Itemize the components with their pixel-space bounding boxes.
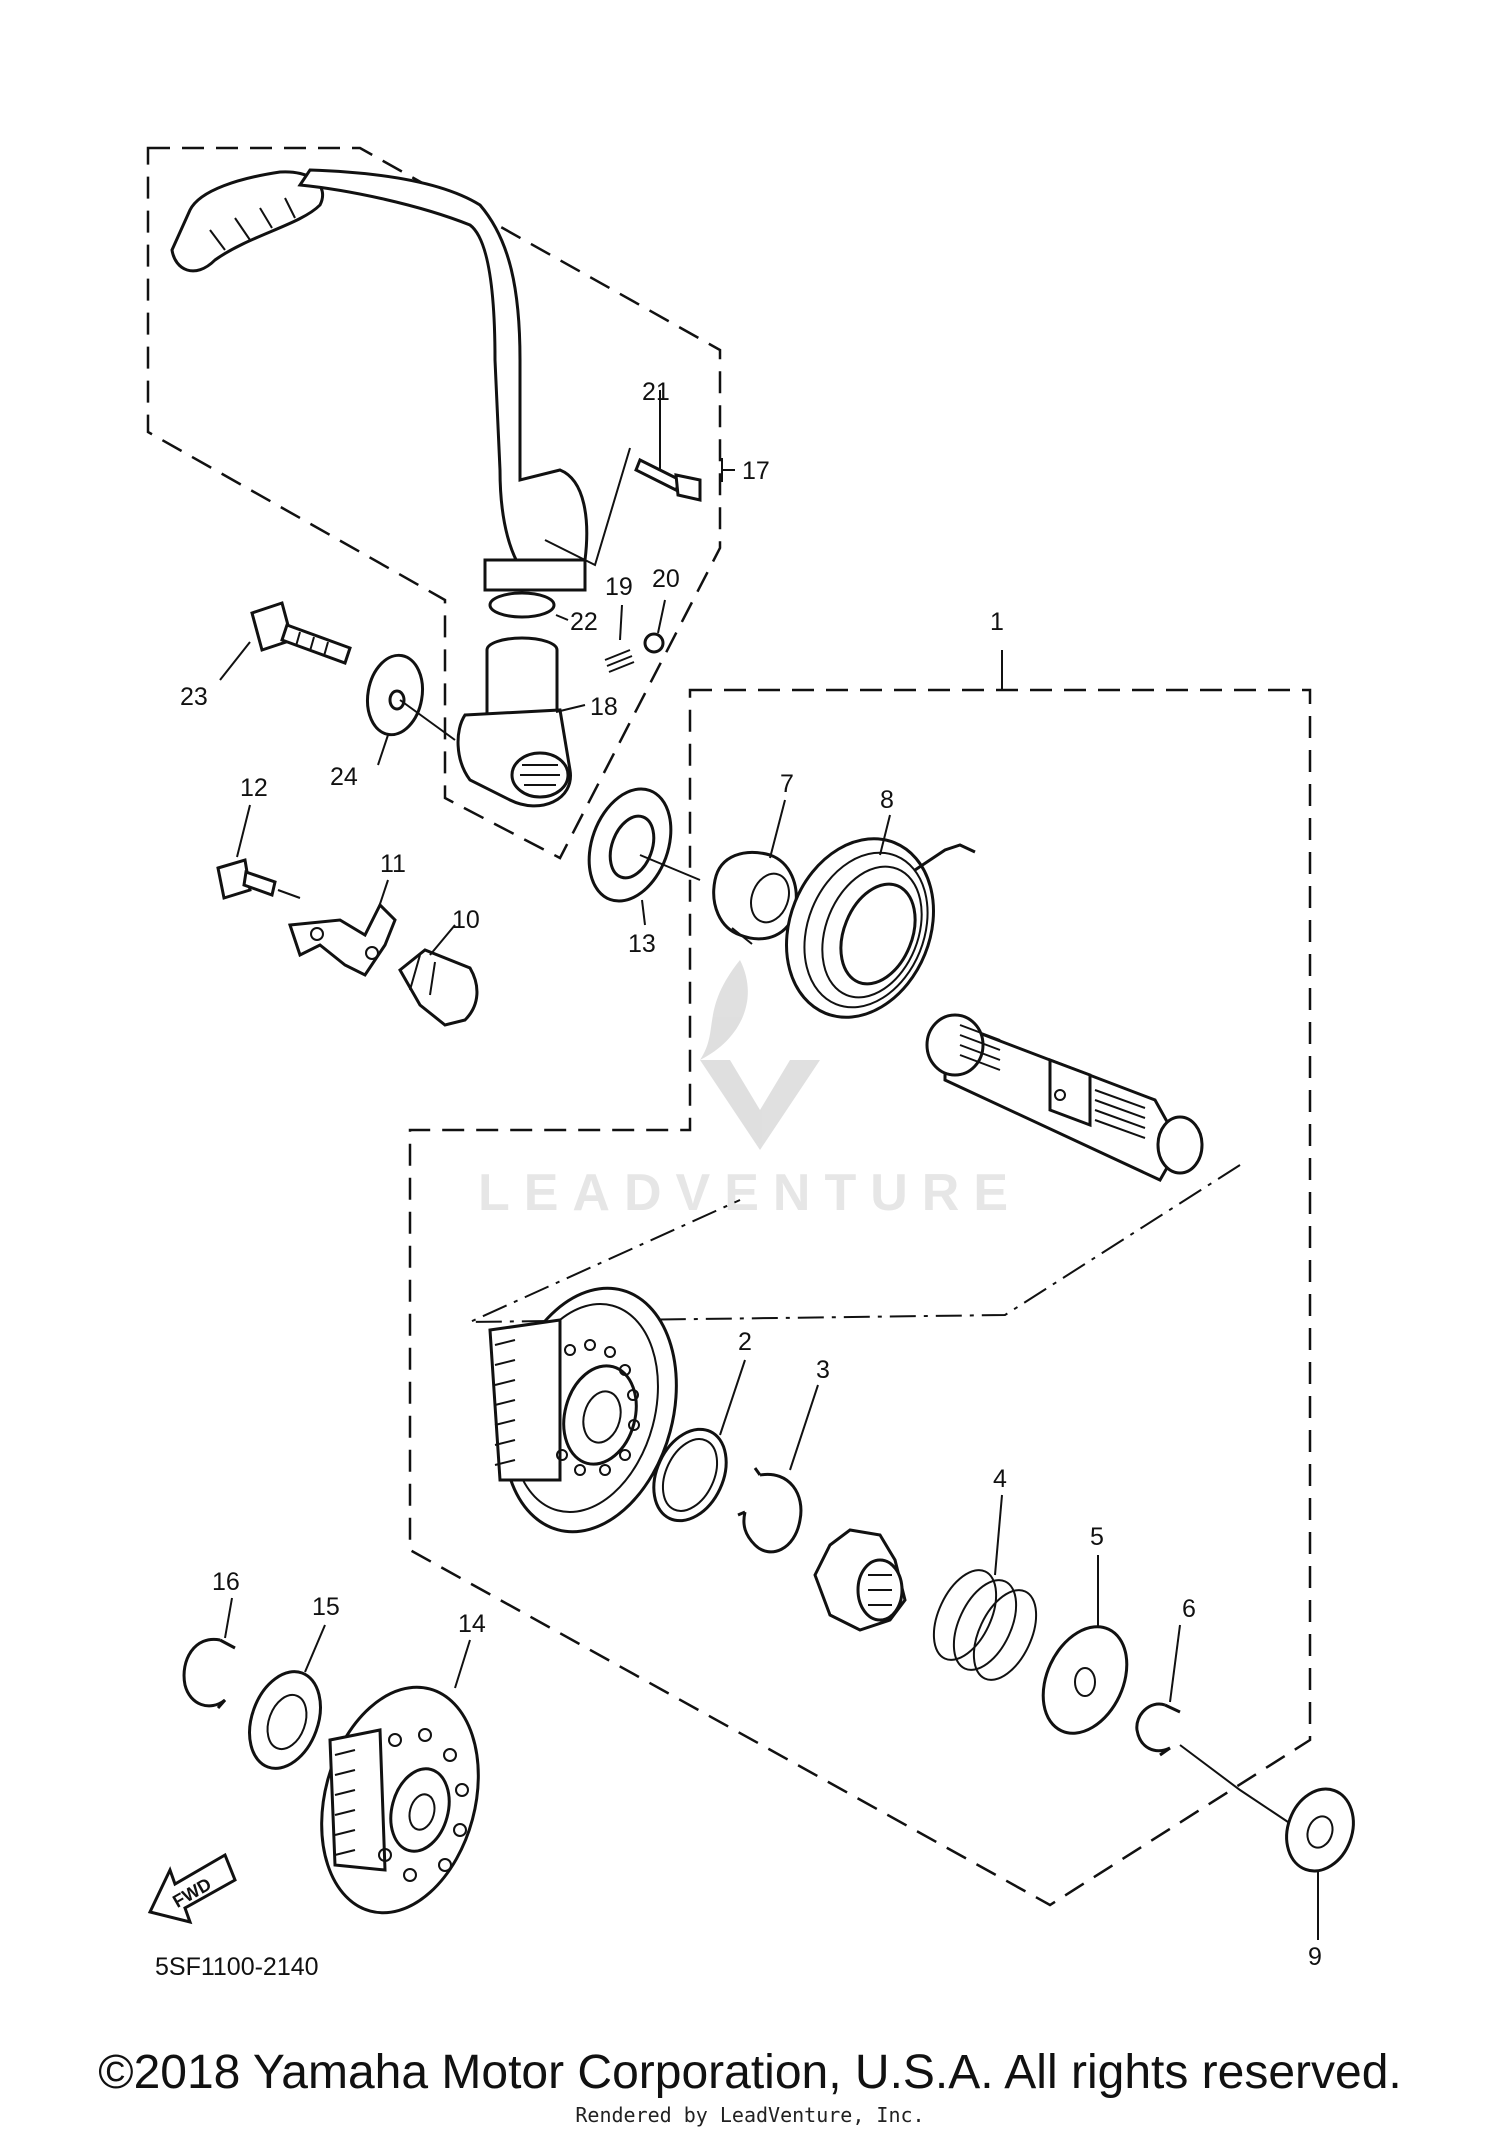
spring-4 [932, 1494, 1038, 1681]
callout-13: 13 [628, 930, 656, 958]
callout-9: 9 [1308, 1943, 1322, 1971]
callout-5: 5 [1090, 1523, 1104, 1551]
ratchet-part [813, 1528, 907, 1632]
rendered-by-credit: Rendered by LeadVenture, Inc. [575, 2103, 925, 2127]
kick-axle [925, 1013, 1204, 1182]
kick-crank-assembly-box [146, 146, 722, 860]
callout-6: 6 [1182, 1595, 1196, 1623]
oil-seal-13 [587, 787, 701, 926]
callout-12: 12 [240, 774, 268, 802]
callouts: 1 2 3 4 5 6 7 8 9 10 11 12 13 14 15 16 1… [180, 378, 1322, 1971]
callout-7: 7 [780, 770, 794, 798]
fwd-arrow-icon: FWD [147, 1852, 237, 1925]
callout-10: 10 [452, 906, 480, 934]
callout-1: 1 [990, 608, 1004, 636]
leader-17 [721, 458, 735, 482]
callout-14: 14 [458, 1610, 486, 1638]
washer-5 [1041, 1555, 1129, 1735]
washer-9 [1285, 1787, 1355, 1940]
watermark-text: LEADVENTURE [478, 1164, 1022, 1222]
callout-20: 20 [652, 565, 680, 593]
gear-14 [320, 1639, 480, 1915]
watermark: LEADVENTURE [478, 960, 1022, 1222]
spring-guide-7 [712, 799, 798, 945]
ratchet-wheel [488, 1286, 678, 1534]
circlip-16 [182, 1597, 236, 1709]
callout-19: 19 [605, 573, 633, 601]
spring-19 [604, 604, 635, 673]
callout-3: 3 [816, 1356, 830, 1384]
callout-16: 16 [212, 1568, 240, 1596]
shaft-plane-lines [469, 1164, 1241, 1323]
kick-boss-18 [456, 636, 586, 808]
kick-axle-assembly-box [408, 688, 1312, 1907]
copyright-notice: ©2018 Yamaha Motor Corporation, U.S.A. A… [98, 2046, 1402, 2099]
torsion-spring-8 [785, 814, 976, 1019]
diagram-code: 5SF1100-2140 [155, 1953, 319, 1981]
washer-2 [652, 1359, 746, 1523]
plate-11 [287, 879, 397, 977]
callout-2: 2 [738, 1328, 752, 1356]
washer-15 [248, 1624, 326, 1770]
callout-15: 15 [312, 1593, 340, 1621]
kick-crank [170, 168, 589, 592]
callout-21: 21 [642, 378, 670, 406]
circlip-6 [1135, 1624, 1301, 1831]
bolt-12 [216, 804, 301, 900]
callout-18: 18 [590, 693, 618, 721]
leader-crank-bolt [544, 447, 631, 567]
leadventure-logo [700, 960, 820, 1150]
callout-22: 22 [570, 608, 598, 636]
callout-17: 17 [742, 457, 770, 485]
stopper-10 [398, 924, 479, 1027]
o-ring-22 [488, 591, 569, 621]
callout-11: 11 [380, 850, 406, 878]
circlip-3 [737, 1384, 819, 1554]
bolt-23 [219, 601, 352, 681]
callout-4: 4 [993, 1465, 1007, 1493]
bolt-21 [634, 390, 702, 502]
callout-23: 23 [180, 683, 208, 711]
ball-20 [643, 599, 666, 654]
washer-24 [366, 653, 456, 766]
callout-24: 24 [330, 763, 358, 791]
callout-8: 8 [880, 786, 894, 814]
